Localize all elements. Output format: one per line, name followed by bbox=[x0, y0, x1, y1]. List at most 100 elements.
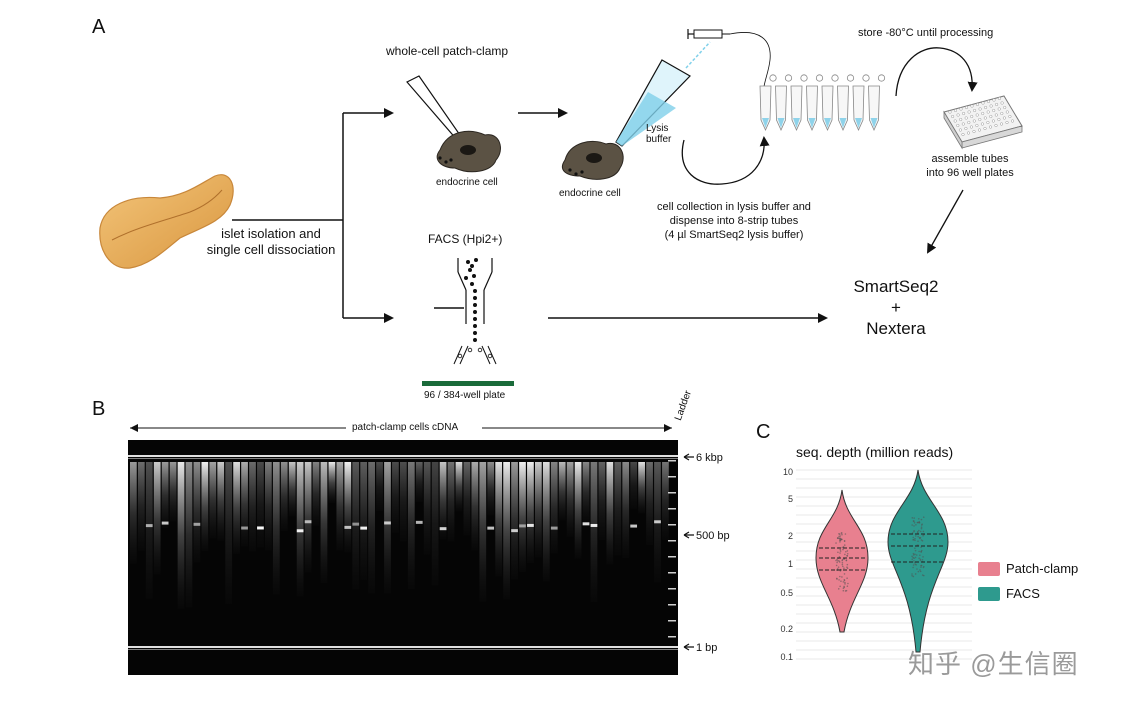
facs-label: FACS (Hpi2+) bbox=[428, 232, 503, 246]
gel-lane bbox=[622, 462, 630, 559]
y-tick-label: 0.5 bbox=[780, 588, 793, 598]
gel-lane bbox=[606, 462, 614, 565]
gel-lane bbox=[376, 462, 383, 511]
y-tick-label: 0.1 bbox=[780, 652, 793, 662]
ladder-band bbox=[668, 460, 676, 462]
gel-top-marker-band bbox=[128, 455, 678, 457]
plate-bar bbox=[422, 381, 514, 386]
gel-lane bbox=[638, 462, 645, 514]
gel-lane bbox=[336, 462, 344, 551]
gel-lane bbox=[558, 462, 566, 521]
gel-lane bbox=[352, 462, 360, 590]
marker-500bp: 500 bp bbox=[696, 530, 730, 542]
strip-tube bbox=[806, 74, 824, 131]
gel-lane bbox=[130, 462, 137, 564]
patch-pipette-icon bbox=[406, 75, 463, 142]
legend-label-patch-clamp: Patch-clamp bbox=[1006, 561, 1079, 576]
ladder-band bbox=[668, 604, 676, 606]
violin-facs bbox=[887, 469, 949, 653]
gel-lane bbox=[423, 462, 431, 555]
gel-lane bbox=[304, 462, 312, 573]
gel-lane bbox=[145, 462, 153, 599]
gel-lane bbox=[193, 462, 201, 563]
gel-lane bbox=[542, 462, 550, 582]
gel-lane bbox=[257, 462, 264, 548]
gel-lane bbox=[241, 462, 248, 547]
gel-lane bbox=[153, 462, 161, 575]
islet-label-line2: single cell dissociation bbox=[206, 242, 336, 257]
gel-lane bbox=[169, 462, 177, 522]
gel-lane bbox=[320, 462, 328, 584]
panel-label-b: B bbox=[92, 398, 106, 420]
marker-6kbp: 6 kbp bbox=[696, 452, 723, 464]
collection-line3: (4 µl SmartSeq2 lysis buffer) bbox=[664, 229, 804, 241]
y-tick-label: 0.2 bbox=[780, 624, 793, 634]
gel-lane bbox=[630, 462, 638, 528]
gel-lane bbox=[368, 462, 375, 594]
assemble-line2: into 96 well plates bbox=[926, 167, 1014, 179]
gel-lane bbox=[487, 462, 495, 530]
gel-lane bbox=[384, 462, 391, 594]
gel-lane bbox=[201, 462, 209, 552]
pancreas-illustration bbox=[99, 174, 234, 269]
gel-lane bbox=[503, 462, 510, 600]
y-tick-label: 2 bbox=[788, 531, 793, 541]
collection-label: cell collection in lysis buffer and disp… bbox=[634, 200, 834, 242]
gel-lane bbox=[312, 462, 320, 526]
collection-line1: cell collection in lysis buffer and bbox=[657, 201, 811, 213]
gel-lane bbox=[137, 462, 145, 551]
gel-lane bbox=[654, 462, 661, 583]
y-tick-label: 1 bbox=[788, 559, 793, 569]
gel-lane bbox=[272, 462, 280, 595]
assemble-line1: assemble tubes bbox=[931, 153, 1009, 165]
lysis-line2: buffer bbox=[646, 134, 672, 145]
gel-lane bbox=[511, 462, 518, 580]
gel-lane bbox=[447, 462, 455, 542]
legend-swatch-facs bbox=[978, 587, 1000, 601]
smartseq-line1: SmartSeq2 bbox=[853, 277, 939, 296]
ladder-band bbox=[668, 508, 676, 510]
gel-lane bbox=[328, 462, 336, 503]
gel-lane bbox=[400, 462, 407, 542]
gel-lane bbox=[550, 462, 558, 554]
islet-label-line1: islet isolation and bbox=[221, 226, 321, 241]
violin-patch-clamp bbox=[815, 489, 869, 633]
lysis-pipette-icon bbox=[615, 41, 711, 147]
gel-lane bbox=[471, 462, 479, 551]
gel-lane bbox=[177, 462, 185, 609]
ladder-marker-arrows bbox=[683, 453, 694, 651]
gel-bottom-marker-band bbox=[128, 646, 678, 648]
gel-lane bbox=[288, 462, 296, 517]
ladder-band bbox=[668, 556, 676, 558]
well-plate-icon bbox=[943, 95, 1023, 150]
gel-lane bbox=[598, 462, 606, 540]
gel-lane bbox=[217, 462, 225, 541]
strip-tube bbox=[821, 74, 839, 131]
islet-isolation-label: islet isolation and single cell dissocia… bbox=[186, 226, 356, 258]
gel-lane bbox=[519, 462, 526, 572]
lysis-line1: Lysis bbox=[646, 123, 669, 134]
gel-lane bbox=[614, 462, 622, 556]
gel-lane bbox=[455, 462, 463, 512]
ladder-band bbox=[668, 572, 676, 574]
gel-header-arrow bbox=[130, 424, 672, 432]
strip-tube bbox=[837, 74, 855, 131]
gel-lane bbox=[360, 462, 368, 580]
ladder-band bbox=[668, 540, 676, 542]
strip-tube bbox=[868, 74, 886, 131]
strip-tube bbox=[775, 74, 793, 131]
gel-lane bbox=[296, 462, 304, 597]
strip-tube bbox=[852, 74, 870, 131]
workflow-diagram bbox=[99, 29, 1023, 386]
assemble-label: assemble tubes into 96 well plates bbox=[910, 152, 1030, 180]
legend-swatch-patch-clamp bbox=[978, 562, 1000, 576]
gel-lane bbox=[265, 462, 272, 551]
gel-lane bbox=[344, 462, 352, 553]
violin-title: seq. depth (million reads) bbox=[796, 444, 954, 460]
marker-1bp: 1 bp bbox=[696, 642, 718, 654]
endocrine-cell-label-2: endocrine cell bbox=[559, 188, 621, 199]
gel-header-label: patch-clamp cells cDNA bbox=[352, 422, 459, 433]
gel-lane bbox=[646, 462, 653, 545]
panel-label-c: C bbox=[756, 421, 771, 443]
endocrine-cell-label-1: endocrine cell bbox=[436, 177, 498, 188]
